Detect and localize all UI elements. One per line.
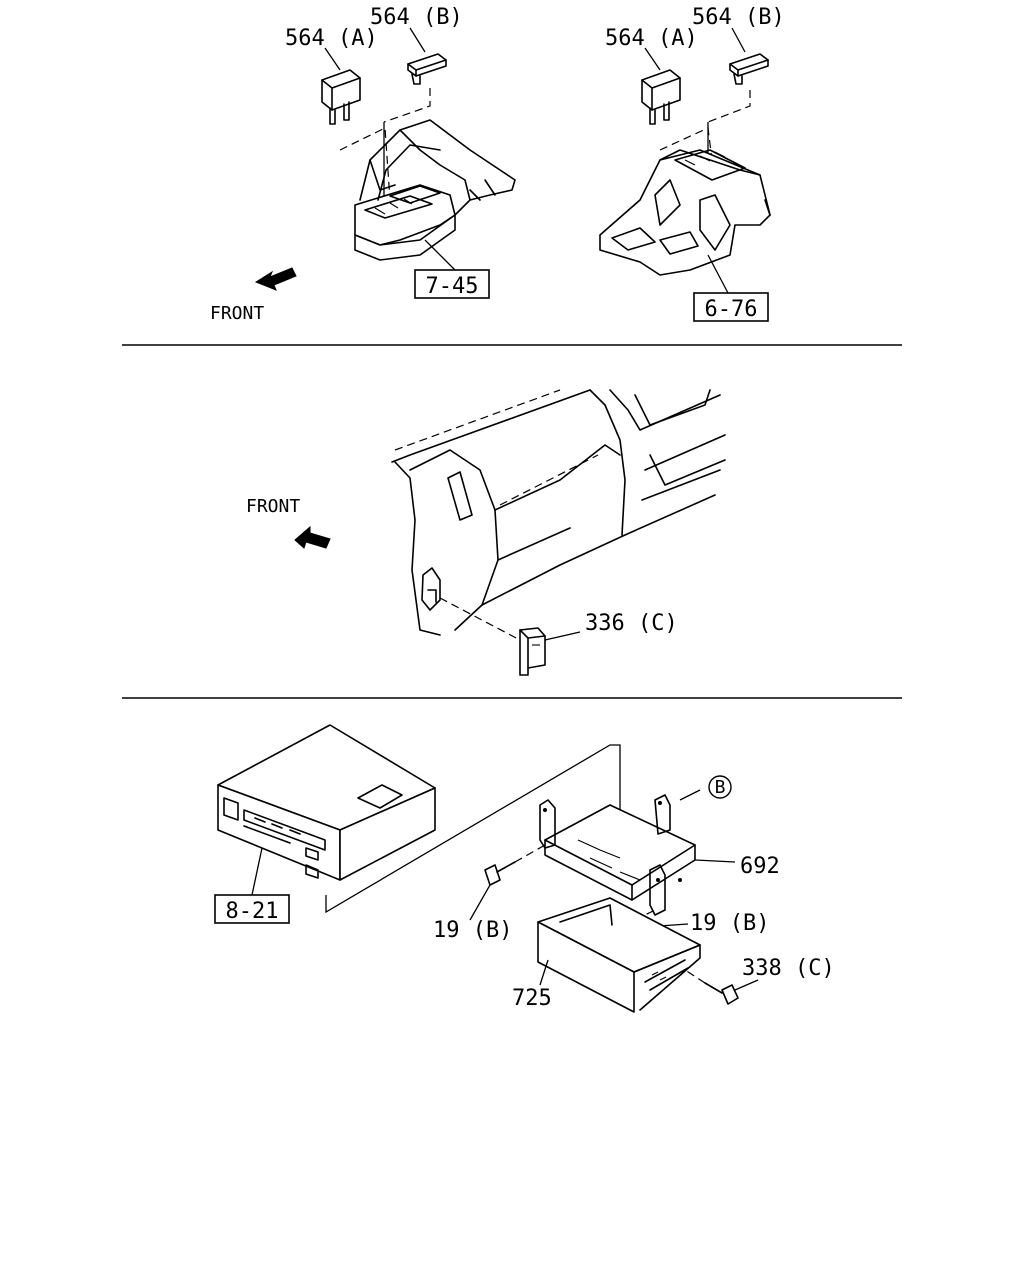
circle-b-marker (708, 775, 732, 799)
top-panel: 7-45 564 (A) 564 (B) FRONT (210, 5, 785, 324)
front-arrow-middle (294, 525, 331, 549)
label-19b-right: 19 (B) (690, 911, 769, 936)
front-label-top: FRONT (210, 303, 264, 324)
part-336c (519, 627, 546, 676)
label-725: 725 (512, 986, 552, 1011)
bottom-panel: 8-21 B 692 19 (B) (214, 724, 835, 1013)
instrument-panel-body (391, 389, 726, 636)
ref-label-7-45: 7-45 (426, 274, 479, 299)
right-console-assembly: 6-76 564 (A) 564 (B) (599, 5, 785, 322)
label-564a-right: 564 (A) (605, 26, 698, 51)
label-336c: 336 (C) (585, 611, 678, 636)
label-564a-left: 564 (A) (285, 26, 378, 51)
switch-564b-left (407, 53, 447, 85)
ref-box-8-21 (214, 894, 290, 924)
bolt-19b-left (484, 844, 546, 886)
ref-label-6-76: 6-76 (705, 297, 758, 322)
screw-338c (684, 969, 739, 1005)
audio-unit (217, 724, 436, 881)
middle-panel: FRONT 336 (C) (246, 389, 726, 676)
front-label-middle: FRONT (246, 496, 300, 517)
console-body-7-45 (354, 119, 516, 261)
connector-line (325, 744, 621, 914)
leader-336c-dashed (439, 597, 521, 641)
ref-box-6-76 (693, 292, 769, 322)
console-body-6-76 (599, 149, 771, 276)
bracket-692 (539, 794, 696, 916)
ref-box-7-45 (414, 269, 490, 299)
switch-564a-left (321, 69, 361, 125)
label-564b-left: 564 (B) (370, 5, 463, 30)
label-692: 692 (740, 854, 780, 879)
leader-7-45 (424, 239, 456, 271)
left-console-assembly: 7-45 564 (A) 564 (B) (285, 5, 516, 299)
switch-564b-right (729, 53, 769, 85)
label-564b-right: 564 (B) (692, 5, 785, 30)
label-338c: 338 (C) (742, 956, 835, 981)
ref-label-8-21: 8-21 (226, 899, 279, 924)
switch-564a-right (641, 69, 681, 125)
circle-b-label: B (715, 777, 726, 798)
pocket-725 (537, 897, 701, 1013)
front-arrow-top: FRONT (210, 267, 297, 324)
label-19b-left: 19 (B) (433, 918, 512, 943)
